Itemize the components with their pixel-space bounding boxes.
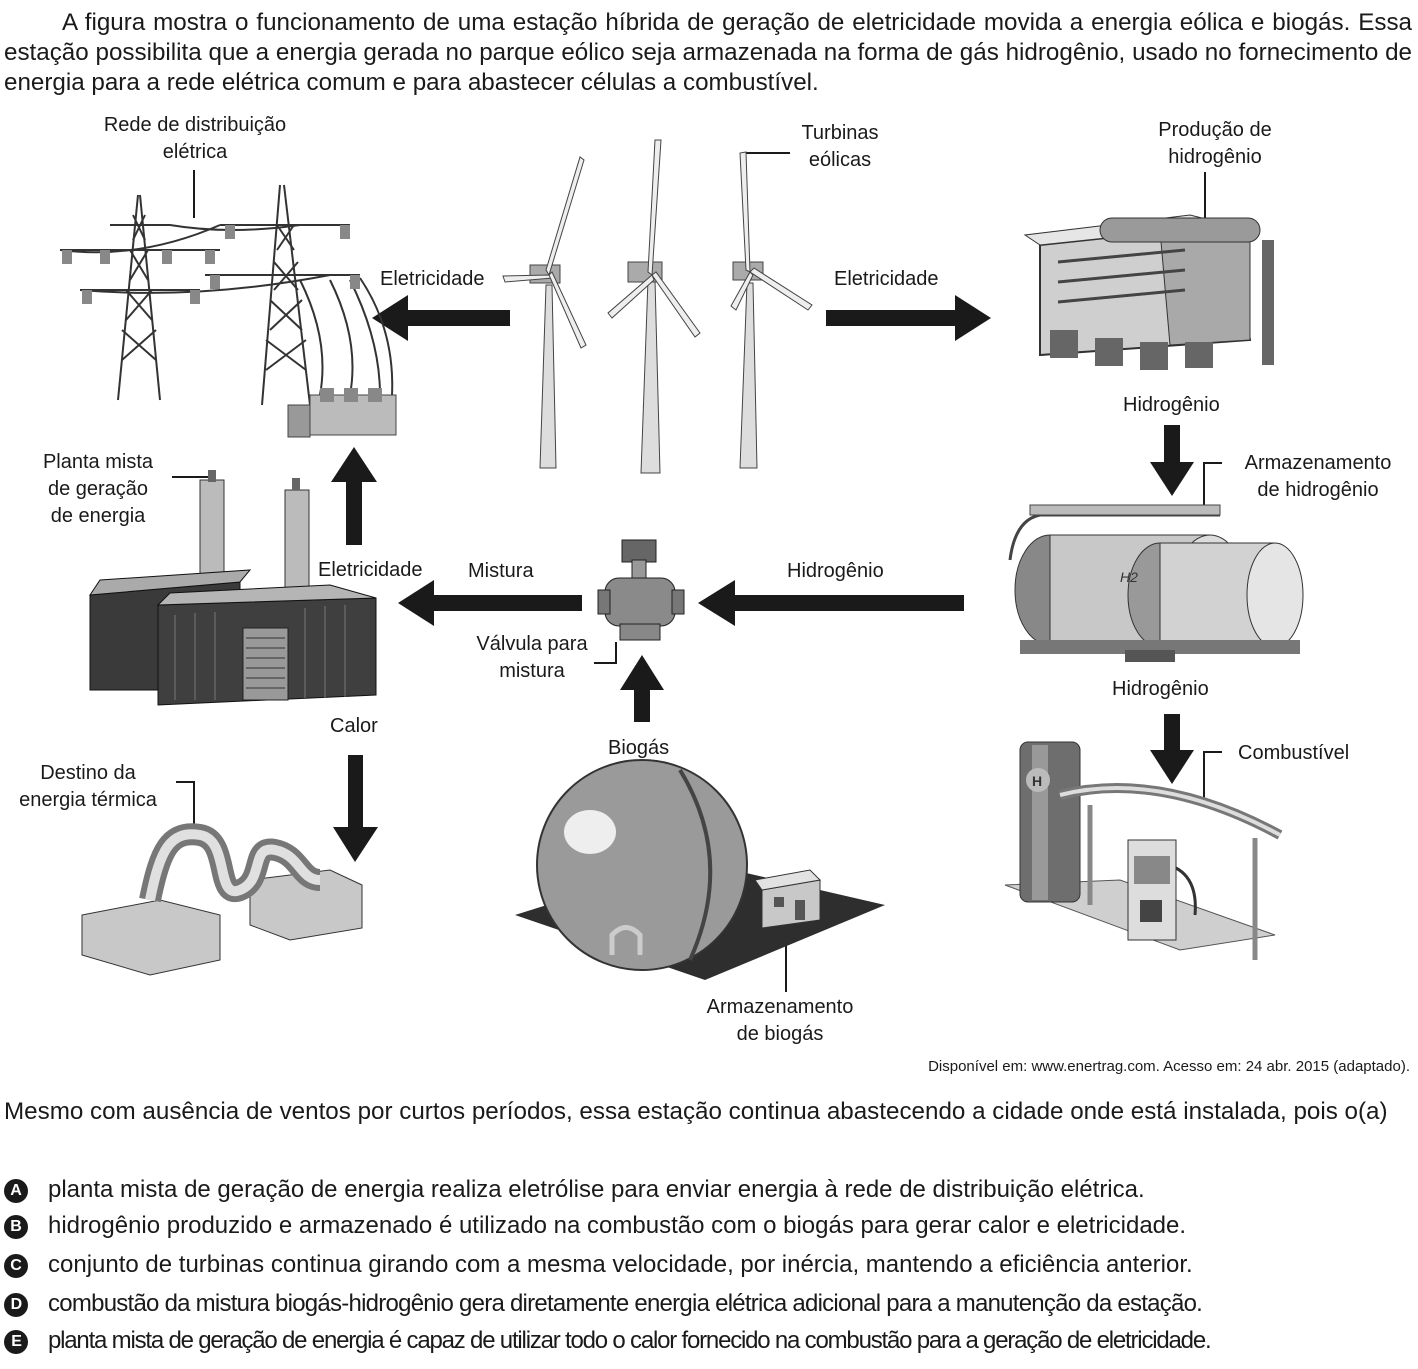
- insulators-illustration: [62, 225, 360, 304]
- option-b-letter-icon: B: [4, 1215, 28, 1239]
- label-destino-line1: Destino da: [40, 762, 136, 784]
- label-producao-hidrogenio: Produção de hidrogênio: [1140, 117, 1290, 171]
- option-c-text: conjunto de turbinas continua girando co…: [48, 1251, 1193, 1278]
- option-d-text: combustão da mistura biogás-hidrogênio g…: [48, 1290, 1203, 1317]
- label-planta-mista: Planta mista de geração de energia: [28, 449, 168, 530]
- hydrogen-production-illustration: [1023, 214, 1274, 370]
- option-d-letter-icon: D: [4, 1293, 28, 1317]
- label-rede-line1: Rede de distribuição: [103, 114, 287, 136]
- label-armazenamento-h-line1: Armazenamento: [1244, 452, 1392, 474]
- arrow-calor-down: [333, 755, 378, 862]
- label-hidrogenio-down-1: Hidrogênio: [1123, 394, 1220, 416]
- source-citation: Disponível em: www.enertrag.com. Acesso …: [928, 1058, 1410, 1075]
- arrow-hidrogenio-down-1: [1150, 425, 1194, 496]
- label-rede-distribuicao: Rede de distribuição elétrica: [90, 112, 300, 166]
- leader-combustivel: [1203, 751, 1222, 800]
- label-turbinas-eolicas: Turbinas eólicas: [780, 120, 900, 174]
- energy-station-diagram: H2: [59, 139, 1304, 992]
- label-hidrogenio-left: Hidrogênio: [787, 560, 884, 582]
- label-turbinas-line2: eólicas: [808, 149, 872, 171]
- label-combustivel: Combustível: [1238, 742, 1350, 764]
- label-armazenamento-biogas: Armazenamento de biogás: [690, 994, 870, 1048]
- arrow-hidrogenio-left: [698, 580, 964, 626]
- arrow-biogas-up: [620, 655, 664, 722]
- label-mistura: Mistura: [468, 560, 534, 582]
- label-valvula-mistura: Válvula para mistura: [462, 631, 602, 685]
- question-stem: Mesmo com ausência de ventos por curtos …: [4, 1098, 1388, 1125]
- leader-valvula: [594, 642, 617, 664]
- label-planta-line2: de geração: [47, 478, 149, 500]
- thermal-pipes-illustration: [81, 823, 363, 976]
- label-armazenamento-h-line2: de hidrogênio: [1257, 479, 1379, 501]
- label-valvula-line2: mistura: [499, 660, 565, 682]
- arrow-eletricidade-to-hydrogen: [826, 295, 991, 341]
- label-producao-line1: Produção de: [1158, 119, 1272, 141]
- arrow-hidrogenio-down-2: [1150, 714, 1194, 784]
- label-valvula-line1: Válvula para: [476, 633, 588, 655]
- power-grid-towers-illustration: [59, 184, 394, 406]
- label-planta-line3: de energia: [50, 505, 146, 527]
- option-b-text: hidrogênio produzido e armazenado é util…: [48, 1212, 1187, 1239]
- label-hidrogenio-down-2: Hidrogênio: [1112, 678, 1209, 700]
- option-a-letter-icon: A: [4, 1179, 28, 1203]
- label-turbinas-line1: Turbinas: [801, 122, 879, 144]
- label-biogas: Biogás: [608, 737, 670, 759]
- leader-armazenamento-h: [1203, 462, 1222, 512]
- leader-destino: [176, 781, 195, 830]
- label-calor: Calor: [330, 715, 378, 737]
- label-destino-line2: energia térmica: [19, 789, 157, 811]
- hydrogen-tank-mark: H2: [1120, 569, 1138, 585]
- label-armazenamento-hidrogenio: Armazenamento de hidrogênio: [1228, 450, 1408, 504]
- option-e-letter-icon: E: [4, 1330, 28, 1354]
- label-armazenamento-b-line1: Armazenamento: [706, 996, 854, 1018]
- wind-turbines-illustration: [502, 139, 813, 474]
- label-producao-line2: hidrogênio: [1168, 146, 1262, 168]
- label-armazenamento-b-line2: de biogás: [736, 1023, 824, 1045]
- option-c-letter-icon: C: [4, 1254, 28, 1278]
- arrow-eletricidade-up: [331, 447, 377, 545]
- biogas-storage-illustration: [515, 759, 885, 980]
- option-a-text: planta mista de geração de energia reali…: [48, 1176, 1145, 1203]
- substation-illustration: [287, 388, 397, 438]
- hydrogen-station-mark: H: [1032, 773, 1042, 789]
- label-eletricidade-right: Eletricidade: [834, 268, 939, 290]
- arrow-eletricidade-to-grid: [372, 295, 510, 341]
- label-eletricidade-up: Eletricidade: [318, 559, 423, 581]
- label-destino-energia-termica: Destino da energia térmica: [8, 760, 168, 814]
- fuel-station-illustration: H: [1004, 741, 1283, 960]
- label-rede-line2: elétrica: [162, 141, 228, 163]
- option-e-text: planta mista de geração de energia é cap…: [48, 1327, 1212, 1354]
- hydrogen-storage-illustration: H2: [1008, 504, 1304, 662]
- mixing-valve-illustration: [597, 539, 685, 641]
- power-plant-illustration: [89, 470, 377, 706]
- label-planta-line1: Planta mista: [42, 451, 154, 473]
- intro-text: A figura mostra o funcionamento de uma e…: [4, 9, 1412, 96]
- label-eletricidade-left: Eletricidade: [380, 268, 485, 290]
- arrow-mistura-left: [398, 580, 582, 626]
